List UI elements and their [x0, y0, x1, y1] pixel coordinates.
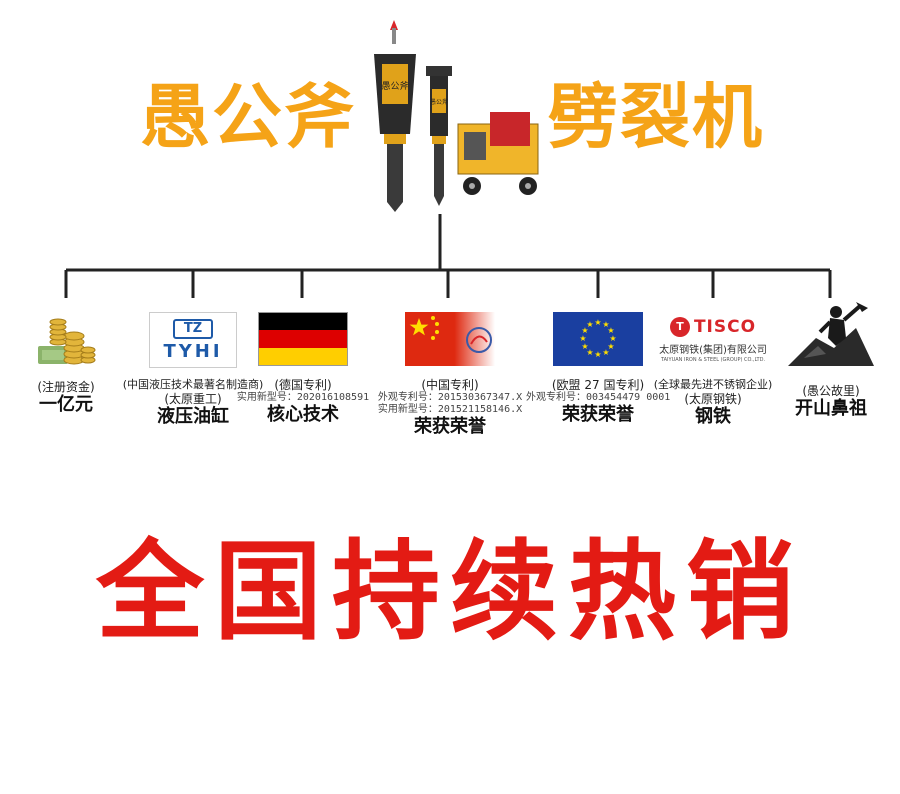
- china-flag-icon: [405, 312, 495, 366]
- svg-text:★: ★: [602, 320, 609, 329]
- title-right: 劈裂机: [548, 76, 764, 158]
- item-china-title: 荣获荣誉: [414, 416, 486, 437]
- item-steel-note-1: (全球最先进不锈钢企业): [653, 378, 773, 391]
- item-eu-note: (欧盟 27 国专利): [551, 378, 645, 392]
- item-steel-note-2: (太原钢铁): [684, 392, 742, 406]
- tisco-emblem-icon: T: [669, 317, 690, 337]
- large-splitter-icon: 愚公斧: [374, 20, 416, 212]
- item-germany-patent-no: 实用新型号：202016108591: [236, 392, 370, 403]
- yugong-statue-icon: [786, 302, 876, 372]
- slogan: 全国持续热销: [95, 530, 804, 655]
- title-left: 愚公斧: [140, 76, 356, 158]
- svg-text:★: ★: [607, 326, 614, 335]
- tyhi-logo: TZ TYHI: [149, 312, 237, 368]
- svg-text:★: ★: [586, 348, 593, 357]
- tyhi-text: TYHI: [163, 340, 223, 362]
- svg-text:愚公斧: 愚公斧: [430, 98, 448, 106]
- item-origin-title: 开山鼻祖: [795, 398, 867, 419]
- svg-text:★: ★: [579, 334, 586, 343]
- item-capital: (注册资金) 一亿元: [8, 312, 124, 416]
- eu-flag-icon: ★ ★ ★ ★ ★ ★ ★ ★ ★ ★ ★ ★: [553, 312, 643, 366]
- machine-illustration: 愚公斧 愚公斧: [374, 20, 539, 212]
- item-steel: T TISCO 太原钢铁(集团)有限公司 TAIYUAN IRON & STEE…: [652, 312, 774, 428]
- item-cylinder-note-1: (中国液压技术最著名制造商): [122, 378, 264, 391]
- item-china-patent: (中国专利) 外观专利号：2015303673​47.X 实用新型号：20152…: [370, 312, 530, 438]
- svg-text:★: ★: [607, 342, 614, 351]
- svg-text:★: ★: [581, 342, 588, 351]
- svg-text:★: ★: [581, 326, 588, 335]
- svg-text:★: ★: [594, 318, 601, 327]
- item-china-design-no: 外观专利号：2015303673​47.X: [377, 392, 523, 403]
- item-cylinder-note-2: (太原重工): [164, 392, 222, 406]
- medium-splitter-icon: 愚公斧: [426, 66, 452, 206]
- item-eu-design-no: 外观专利号：003454479 0001: [526, 392, 671, 403]
- item-eu-patent: ★ ★ ★ ★ ★ ★ ★ ★ ★ ★ ★ ★ (欧盟 27 国专利) 外观专利…: [526, 312, 670, 426]
- gold-coins-icon: [36, 312, 96, 368]
- item-cylinder-title: 液压油缸: [157, 406, 229, 427]
- item-germany-title: 核心技术: [267, 404, 339, 425]
- item-china-utility-no: 实用新型号：2015211581​46.X: [377, 404, 523, 415]
- svg-text:★: ★: [602, 348, 609, 357]
- tisco-company-name-en: TAIYUAN IRON & STEEL (GROUP) CO.,LTD.: [660, 357, 766, 363]
- tyhi-badge: TZ: [173, 318, 213, 339]
- item-capital-title: 一亿元: [39, 394, 93, 415]
- svg-text:★: ★: [594, 350, 601, 359]
- item-steel-title: 钢铁: [695, 406, 731, 427]
- item-china-note: (中国专利): [421, 378, 479, 392]
- item-eu-title: 荣获荣誉: [562, 404, 634, 425]
- power-pack-icon: [457, 112, 539, 195]
- svg-text:★: ★: [586, 320, 593, 329]
- germany-flag-icon: [258, 312, 348, 366]
- item-cylinder: TZ TYHI (中国液压技术最著名制造商) (太原重工) 液压油缸: [108, 312, 278, 428]
- svg-text:愚公斧: 愚公斧: [381, 80, 408, 92]
- item-origin: (愚公故里) 开山鼻祖: [776, 302, 886, 420]
- item-capital-note: (注册资金): [37, 380, 95, 394]
- tisco-company-name: 太原钢铁(集团)有限公司: [659, 345, 767, 356]
- svg-text:★: ★: [609, 334, 616, 343]
- item-germany-patent: (德国专利) 实用新型号：202016108591 核心技术: [232, 312, 374, 426]
- item-germany-note: (德国专利): [274, 378, 332, 392]
- item-origin-note: (愚公故里): [802, 384, 860, 398]
- tisco-logo: T TISCO 太原钢铁(集团)有限公司 TAIYUAN IRON & STEE…: [658, 312, 768, 368]
- tisco-word: TISCO: [693, 317, 757, 337]
